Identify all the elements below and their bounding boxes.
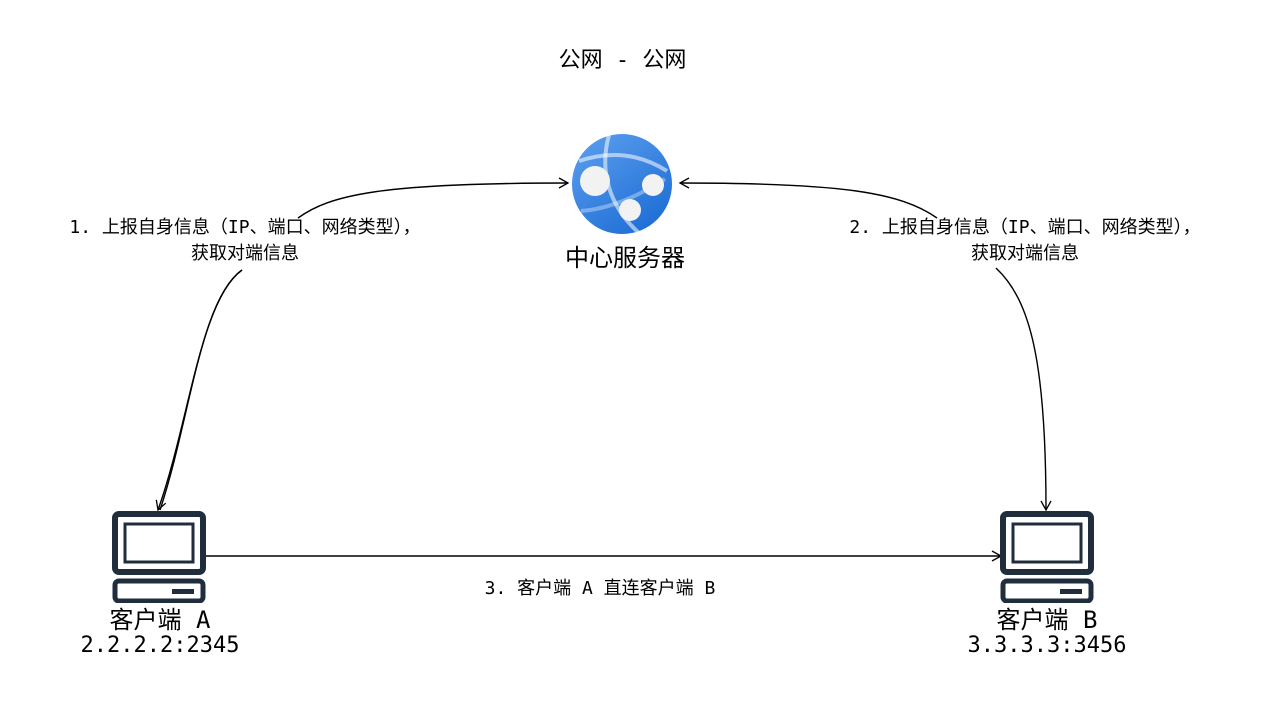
step1-line1: 1. 上报自身信息（IP、端口、网络类型），	[69, 217, 421, 238]
step2-line2: 获取对端信息	[971, 243, 1079, 264]
client-b-name: 客户端 B	[996, 606, 1098, 634]
step2-line1: 2. 上报自身信息（IP、端口、网络类型），	[849, 217, 1201, 238]
web-app-globe-icon	[572, 134, 672, 235]
client-a-name: 客户端 A	[109, 606, 211, 634]
step3-annotation: 3. 客户端 A 直连客户端 B	[484, 578, 716, 599]
client-b-address: 3.3.3.3:3456	[967, 633, 1127, 658]
computer-icon	[112, 511, 206, 603]
diagram-title: 公网 - 公网	[558, 48, 687, 73]
client-a-address: 2.2.2.2:2345	[80, 633, 240, 658]
connector-server-b	[995, 267, 1052, 512]
computer-icon	[1000, 511, 1094, 603]
connector-b-server	[678, 177, 938, 219]
step1-line2: 获取对端信息	[191, 243, 299, 264]
step2-annotation: 2. 上报自身信息（IP、端口、网络类型）， 获取对端信息	[800, 215, 1250, 267]
arrowhead-client-a	[155, 269, 243, 512]
server-label: 中心服务器	[565, 244, 685, 272]
step1-annotation: 1. 上报自身信息（IP、端口、网络类型）， 获取对端信息	[20, 215, 470, 267]
